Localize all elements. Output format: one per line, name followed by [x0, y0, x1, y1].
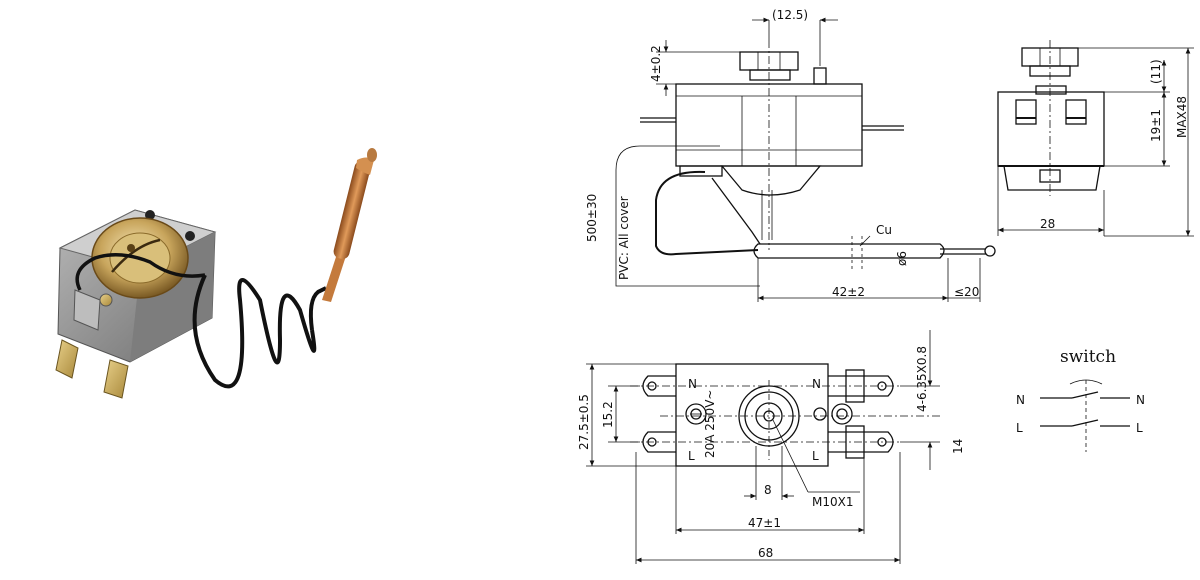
dim-side-19: 19±1 — [1149, 109, 1163, 142]
dim-cable-length: 500±30 — [585, 194, 599, 242]
dim-top-width: (12.5) — [772, 8, 808, 22]
switch-l-left: L — [1016, 421, 1023, 435]
dim-width-8: 8 — [764, 483, 772, 497]
dim-bulb-length: 42±2 — [832, 285, 865, 299]
top-view-drawing: N L 20A 250V~ N L 27.5±0.5 15.2 4-6.35X0… — [577, 330, 965, 564]
side-view-drawing: (11) 19±1 MAX48 28 — [997, 40, 1194, 237]
dim-bulb-diameter: ø6 — [895, 251, 909, 266]
dim-pitch-14: 14 — [951, 439, 965, 454]
dim-nut-height: 4±0.2 — [649, 45, 663, 82]
dim-tip-length: ≤20 — [954, 285, 979, 299]
switch-n-left: N — [1016, 393, 1025, 407]
front-view-drawing: (12.5) 4±0.2 500±30 PVC: All cover Cu ø6… — [585, 8, 996, 302]
dim-width-47: 47±1 — [748, 516, 781, 530]
switch-l-right: L — [1136, 421, 1143, 435]
label-terminal-n-right: N — [812, 377, 821, 391]
label-terminal-l-left: L — [688, 449, 695, 463]
label-terminal-n-left: N — [688, 377, 697, 391]
label-terminal-l-right: L — [812, 449, 819, 463]
dim-thread: M10X1 — [812, 495, 853, 509]
switch-n-right: N — [1136, 393, 1145, 407]
dim-side-11: (11) — [1149, 59, 1163, 84]
dim-side-width: 28 — [1040, 217, 1055, 231]
dim-height-27-5: 27.5±0.5 — [577, 394, 591, 450]
dim-terminal-spec: 4-6.35X0.8 — [915, 346, 929, 412]
dim-width-68: 68 — [758, 546, 773, 560]
switch-title: switch — [1060, 347, 1116, 367]
switch-schematic: switch N N L L — [1016, 347, 1145, 452]
dim-pvc-cover: PVC: All cover — [617, 196, 631, 280]
label-rating: 20A 250V~ — [703, 390, 717, 458]
dim-side-max: MAX48 — [1175, 96, 1189, 138]
thermostat-product-photo — [55, 148, 377, 399]
label-copper: Cu — [876, 223, 892, 237]
dim-height-15-2: 15.2 — [601, 401, 615, 428]
